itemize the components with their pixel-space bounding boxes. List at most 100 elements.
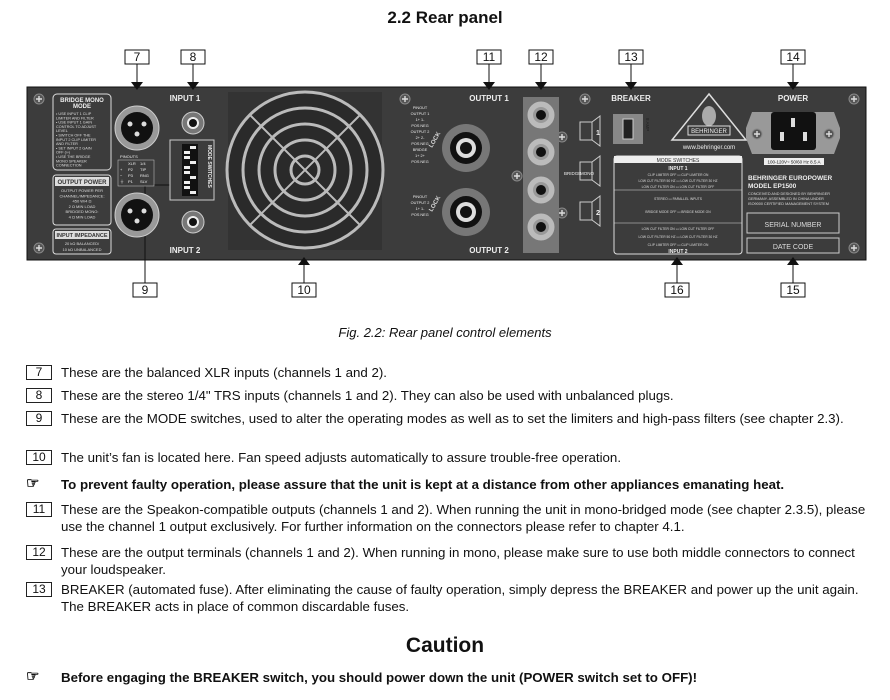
svg-text:12: 12 (534, 50, 548, 64)
panel-label: • USE INPUT 1 CLIP (56, 112, 92, 116)
panel-label: 1+ 2+ (415, 154, 425, 158)
panel-label: • USE INPUT 1 GAIN (56, 121, 92, 125)
panel-label: POS NEG (411, 213, 428, 217)
panel-label: CONTROL TO ADJUST (56, 125, 97, 129)
panel-label: LOW CUT FILTER ON ▭ LOW CUT FILTER OFF (642, 227, 715, 231)
panel-label: CLIP LIMITER OFF ▭ CLIP LIMITER ON (648, 243, 709, 247)
dip-switch[interactable] (184, 186, 190, 189)
speakon-output-1[interactable] (442, 124, 490, 172)
date-code-label: DATE CODE (773, 244, 814, 251)
svg-text:2: 2 (596, 210, 600, 217)
panel-label: POS NEG (411, 142, 428, 146)
mode-dip-switches[interactable]: MODE SWITCHES (169, 139, 215, 201)
svg-text:15: 15 (786, 283, 800, 297)
callout-15 (780, 265, 806, 298)
panel-label: − (120, 173, 123, 178)
svg-text:INPUT 1: INPUT 1 (170, 94, 201, 103)
panel-label: BRIDGED MONO: (66, 209, 99, 214)
dip-switch[interactable] (184, 156, 190, 159)
svg-text:MODEL EP1500: MODEL EP1500 (748, 183, 797, 190)
panel-label: • USE THE BRIDGE (56, 155, 91, 159)
svg-text:8: 8 (190, 50, 197, 64)
svg-text:OUTPUT 1: OUTPUT 1 (469, 94, 509, 103)
panel-label: LIMITER AND FILTER (56, 116, 94, 120)
trs-input-1 (181, 111, 205, 135)
dip-switch[interactable] (190, 191, 196, 194)
panel-label: CONNECTION (56, 164, 82, 168)
panel-label: OUTPUT 1 (411, 112, 430, 116)
panel-label: RNG (140, 173, 149, 178)
svg-text:MODE SWITCHES: MODE SWITCHES (657, 158, 700, 164)
callout-14 (780, 49, 806, 82)
panel-label: OFF (∞) (56, 151, 71, 155)
svg-text:BREAKER: BREAKER (611, 94, 651, 103)
xlr-input-1 (114, 105, 160, 151)
svg-text:BEHRINGER EUROPOWER: BEHRINGER EUROPOWER (748, 175, 832, 182)
behringer-logo: BEHRINGER (670, 92, 748, 141)
svg-text:MONO: MONO (580, 171, 594, 176)
dip-switch[interactable] (190, 176, 196, 179)
output-terminals (523, 97, 559, 253)
panel-label: MONO SPEAKER (56, 159, 87, 163)
output-power-box: OUTPUT POWER OUTPUT POWER PERCHANNEL/IMP… (52, 174, 112, 226)
svg-text:www.behringer.com: www.behringer.com (682, 145, 735, 151)
dip-switch[interactable] (190, 146, 196, 149)
dip-switch[interactable] (184, 171, 190, 174)
svg-text:BRIDGE: BRIDGE (564, 171, 581, 176)
panel-label: AND FILTER (56, 142, 78, 146)
fan-grille (225, 90, 385, 250)
svg-text:INPUT 2: INPUT 2 (170, 246, 201, 255)
note-item: ☞To prevent faulty operation, please ass… (26, 475, 785, 492)
panel-label: POS NEG (411, 124, 428, 128)
panel-label: OUTPUT POWER PER (61, 188, 103, 193)
svg-text:13: 13 (624, 50, 638, 64)
panel-label: ⏚ (120, 178, 124, 184)
panel-label: LOW CUT FILTER ON ▭ LOW CUT FILTER OFF (642, 185, 715, 189)
svg-text:1/4: 1/4 (140, 161, 146, 166)
breaker-switch[interactable] (613, 114, 643, 144)
panel-label: • SET INPUT 2 GAIN (56, 146, 92, 150)
svg-text:GERMANY. ASSEMBLED IN CHINA UN: GERMANY. ASSEMBLED IN CHINA UNDER (748, 197, 824, 201)
svg-text:OUTPUT POWER: OUTPUT POWER (58, 180, 108, 186)
panel-label: OUTPUT 2 (411, 201, 430, 205)
svg-text:11: 11 (483, 50, 496, 64)
panel-label: BRIDGE MODE OFF ▭ BRIDGE MODE ON (645, 210, 711, 214)
callout-7 (124, 49, 150, 82)
trs-input-2 (181, 210, 205, 234)
dip-switch[interactable] (184, 166, 190, 169)
callout-11 (476, 49, 502, 82)
power-socket[interactable] (746, 112, 840, 154)
svg-text:ISO9000 CERTIFIED MANAGEMENT S: ISO9000 CERTIFIED MANAGEMENT SYSTEM (748, 202, 829, 206)
caution-heading: Caution (405, 634, 485, 657)
dip-switch[interactable] (184, 181, 190, 184)
panel-label: 450 W/4 Ω (73, 199, 92, 204)
pointing-hand-icon: ☞ (26, 668, 40, 685)
bridge-mono-box: BRIDGE MONO MODE • USE INPUT 1 CLIPLIMIT… (52, 93, 112, 171)
panel-label: OUTPUT 2 (411, 130, 430, 134)
mode-switches-legend: MODE SWITCHES INPUT 1 INPUT 2 CLIP LIMIT… (613, 155, 743, 255)
dip-switch[interactable] (190, 161, 196, 164)
speakon-output-2[interactable] (442, 188, 490, 236)
svg-text:9: 9 (142, 283, 149, 297)
dip-switch[interactable] (184, 151, 190, 154)
panel-label: CLIP LIMITER OFF ▭ CLIP LIMITER ON (648, 173, 709, 177)
svg-text:7: 7 (134, 50, 141, 64)
panel-label: LOW CUT FILTER 50 HZ ▭ LOW CUT FILTER 30… (638, 179, 717, 183)
svg-text:OUTPUT 2: OUTPUT 2 (469, 246, 509, 255)
svg-text:1: 1 (596, 130, 600, 137)
panel-label: LEVEL (56, 129, 68, 133)
caution-note: ☞Before engaging the BREAKER switch, you… (26, 668, 698, 685)
panel-label: 2 Ω MIN LOAD (69, 204, 96, 209)
panel-label: BRIDGE (413, 148, 428, 152)
pointing-hand-icon: ☞ (26, 475, 40, 492)
svg-text:XLR: XLR (128, 161, 136, 166)
input-impedance-box: INPUT IMPEDANCE 20 kΩ BALANCED/ 10 kΩ UN… (52, 228, 112, 255)
